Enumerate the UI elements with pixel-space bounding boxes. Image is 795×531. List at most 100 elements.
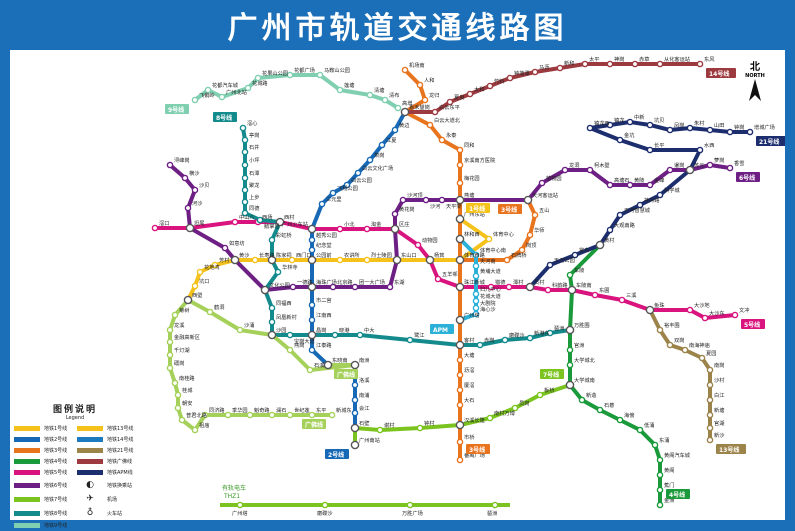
station[interactable]: [224, 411, 232, 419]
station[interactable]: [446, 98, 454, 106]
station[interactable]: [472, 272, 480, 280]
station[interactable]: [596, 406, 604, 414]
station[interactable]: [456, 438, 464, 446]
station[interactable]: [636, 426, 644, 434]
station[interactable]: [531, 68, 539, 76]
transfer-station[interactable]: [567, 285, 577, 295]
station[interactable]: [394, 104, 402, 112]
station[interactable]: [706, 424, 714, 432]
station[interactable]: [366, 156, 374, 164]
station[interactable]: [656, 471, 664, 479]
station[interactable]: [591, 291, 599, 299]
station[interactable]: [456, 179, 464, 187]
station[interactable]: [431, 108, 439, 116]
transfer-station[interactable]: [307, 224, 317, 234]
station[interactable]: [646, 146, 654, 154]
transfer-station[interactable]: [307, 330, 317, 340]
station[interactable]: [456, 456, 464, 464]
station[interactable]: [706, 366, 714, 374]
station[interactable]: [241, 148, 249, 156]
station[interactable]: [191, 96, 199, 104]
station[interactable]: [231, 218, 239, 226]
transfer-station[interactable]: [455, 340, 465, 350]
station[interactable]: [731, 311, 739, 319]
station[interactable]: [746, 128, 754, 136]
station[interactable]: [376, 426, 384, 434]
station[interactable]: [526, 231, 534, 239]
transfer-station[interactable]: [390, 224, 400, 234]
transfer-station[interactable]: [523, 195, 533, 205]
line-l1[interactable]: [186, 217, 491, 301]
station[interactable]: [343, 181, 351, 189]
station[interactable]: [166, 161, 174, 169]
station[interactable]: [456, 146, 464, 154]
station[interactable]: [363, 256, 371, 264]
station[interactable]: [351, 381, 359, 389]
station[interactable]: [726, 164, 734, 172]
station[interactable]: [308, 301, 316, 309]
station[interactable]: [406, 501, 414, 509]
station[interactable]: [656, 60, 664, 68]
station[interactable]: [414, 241, 422, 249]
station[interactable]: [544, 286, 552, 294]
station[interactable]: [656, 486, 664, 494]
station[interactable]: [501, 336, 509, 344]
station[interactable]: [726, 128, 734, 136]
station[interactable]: [511, 404, 519, 412]
transfer-station[interactable]: [645, 305, 655, 315]
station[interactable]: [166, 326, 174, 334]
transfer-station[interactable]: [275, 217, 285, 227]
station[interactable]: [438, 136, 446, 144]
station[interactable]: [268, 411, 276, 419]
station[interactable]: [606, 226, 614, 234]
transfer-station[interactable]: [267, 255, 277, 265]
station[interactable]: [206, 308, 214, 316]
station[interactable]: [566, 346, 574, 354]
station[interactable]: [696, 60, 704, 68]
metro-map-canvas[interactable]: 西塱坑口花地湾芳村黄沙长寿路陈家祠西门口公园前农讲所烈士陵园东山口杨箕体育西路体…: [10, 50, 786, 520]
station[interactable]: [546, 261, 554, 269]
station[interactable]: [416, 424, 424, 432]
station[interactable]: [256, 216, 264, 224]
station[interactable]: [666, 126, 674, 134]
station[interactable]: [354, 169, 362, 177]
transfer-station[interactable]: [595, 240, 605, 250]
transfer-station[interactable]: [307, 255, 317, 265]
station[interactable]: [308, 316, 316, 324]
station[interactable]: [561, 166, 569, 174]
station[interactable]: [486, 82, 494, 90]
transfer-station[interactable]: [350, 423, 360, 433]
station[interactable]: [201, 411, 209, 419]
transfer-station[interactable]: [392, 255, 402, 265]
transfer-station[interactable]: [267, 330, 277, 340]
station[interactable]: [241, 161, 249, 169]
transfer-station[interactable]: [565, 325, 575, 335]
station[interactable]: [566, 361, 574, 369]
station[interactable]: [706, 396, 714, 404]
transfer-station[interactable]: [455, 234, 465, 244]
station[interactable]: [472, 304, 480, 312]
station[interactable]: [286, 331, 294, 339]
station[interactable]: [571, 251, 579, 259]
station[interactable]: [191, 282, 199, 290]
station[interactable]: [616, 136, 624, 144]
station[interactable]: [626, 181, 634, 189]
station[interactable]: [328, 411, 336, 419]
station[interactable]: [686, 306, 694, 314]
station[interactable]: [456, 371, 464, 379]
station[interactable]: [286, 346, 294, 354]
station[interactable]: [308, 346, 316, 354]
station[interactable]: [391, 126, 399, 134]
station[interactable]: [505, 283, 513, 291]
station[interactable]: [306, 366, 314, 374]
station[interactable]: [666, 166, 674, 174]
station[interactable]: [241, 136, 249, 144]
transfer-station[interactable]: [685, 165, 695, 175]
station[interactable]: [606, 181, 614, 189]
station[interactable]: [318, 200, 326, 208]
transfer-station[interactable]: [350, 360, 360, 370]
station[interactable]: [254, 74, 262, 82]
station[interactable]: [421, 96, 429, 104]
station[interactable]: [646, 181, 654, 189]
station[interactable]: [181, 174, 189, 182]
